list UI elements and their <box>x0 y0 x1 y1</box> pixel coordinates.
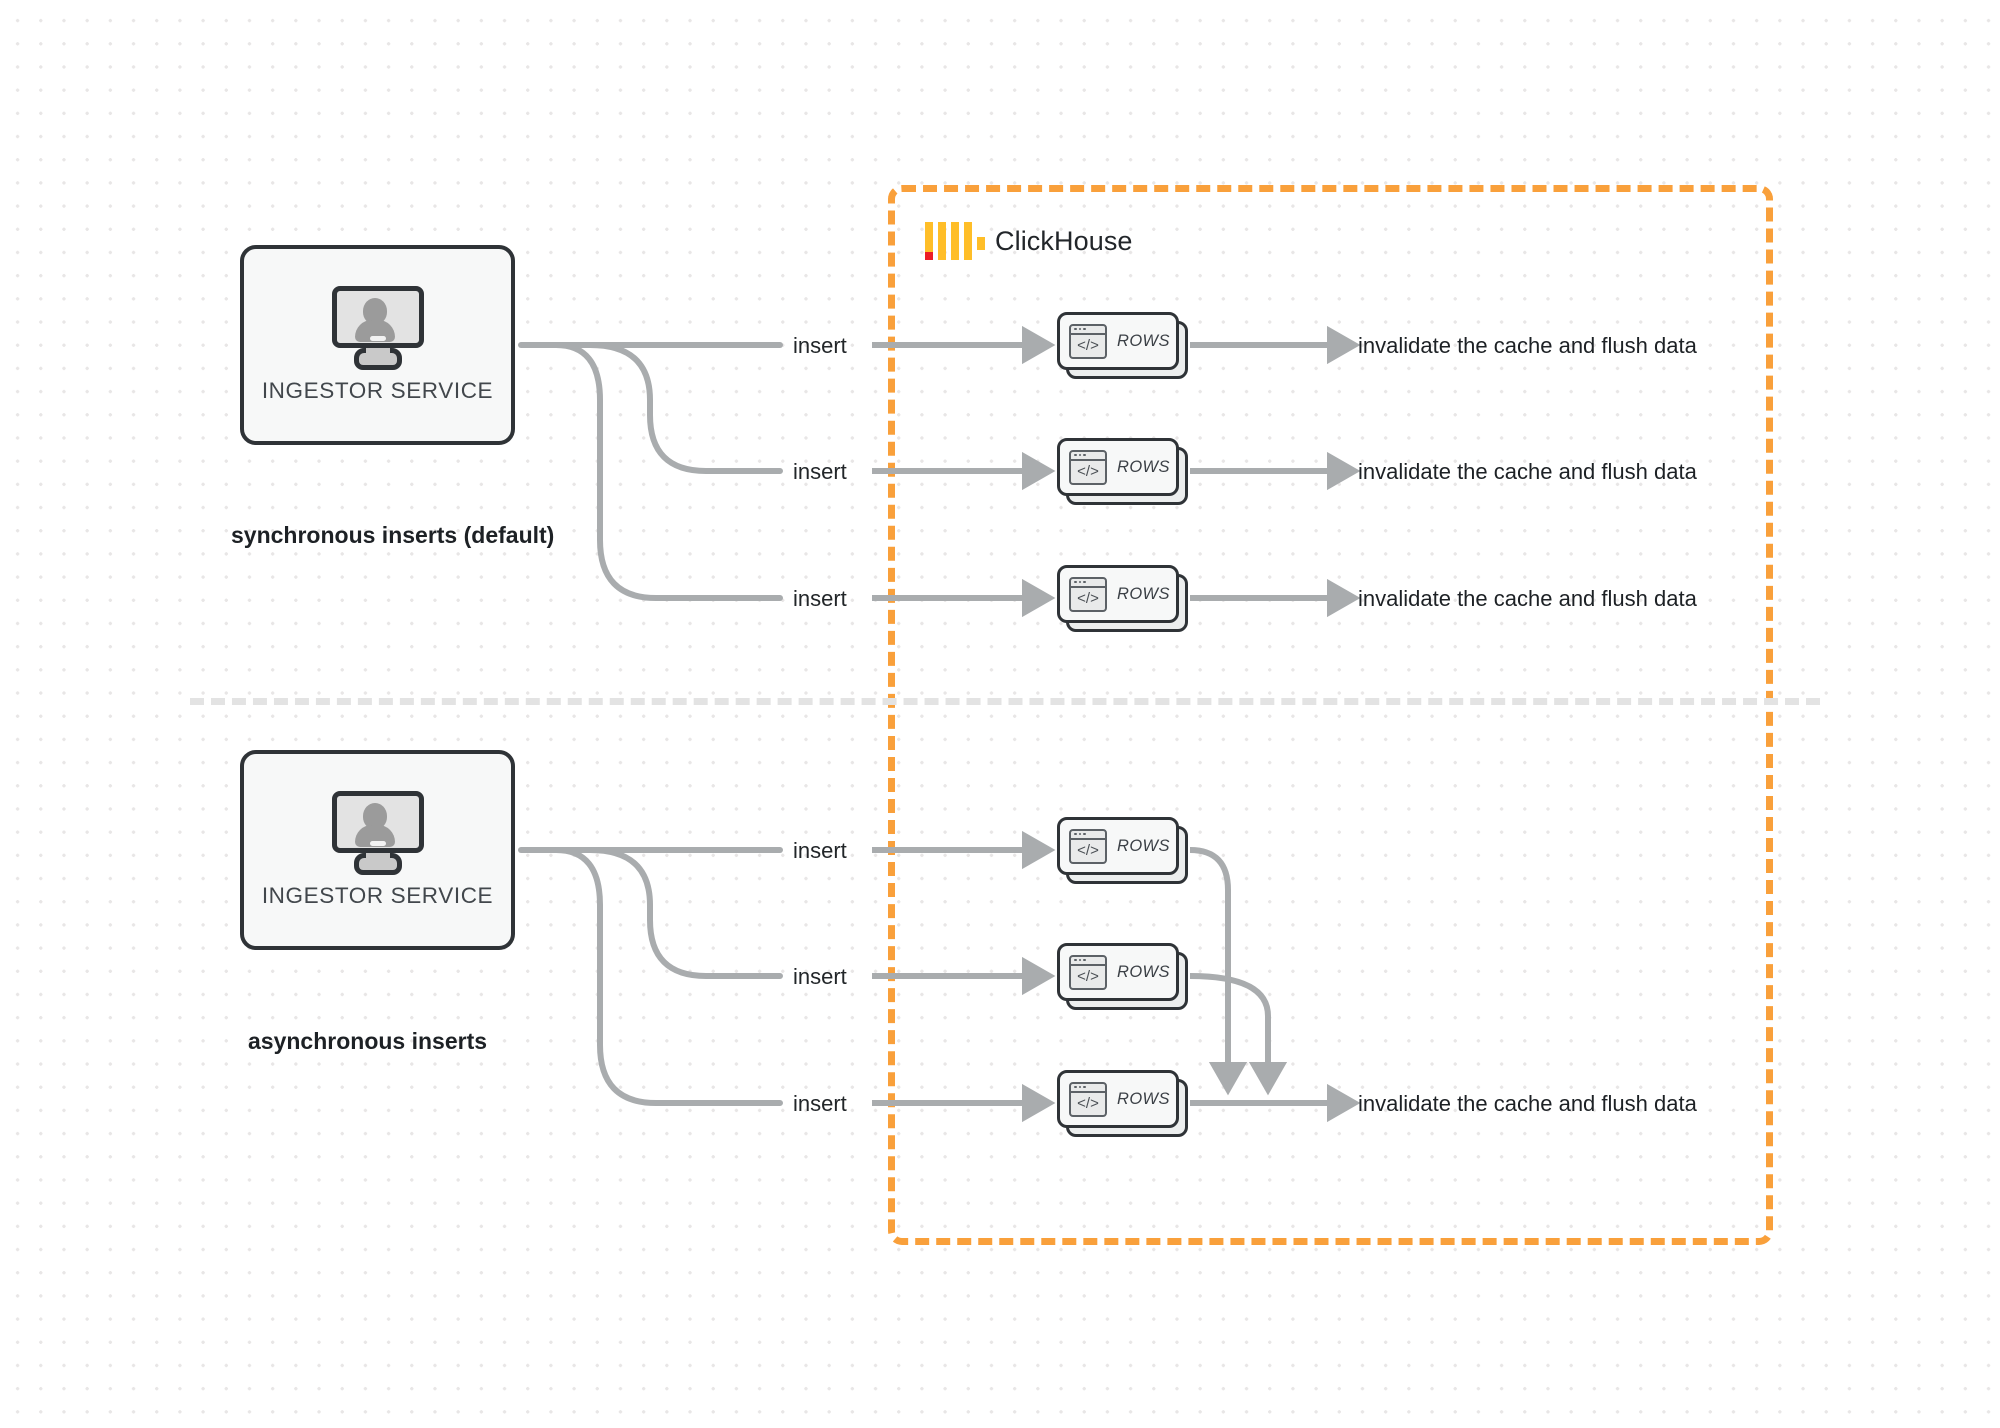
rows-node-label: ROWS <box>1117 331 1170 350</box>
code-glyph: </> <box>1077 590 1099 607</box>
code-window-icon: </> <box>1069 1081 1107 1117</box>
rows-node-label: ROWS <box>1117 1089 1170 1108</box>
code-glyph: </> <box>1077 337 1099 354</box>
rows-node-async-2[interactable]: </> ROWS <box>1057 943 1188 1010</box>
rows-node-label: ROWS <box>1117 584 1170 603</box>
rows-node-async-3[interactable]: </> ROWS <box>1057 1070 1188 1137</box>
code-glyph: </> <box>1077 842 1099 859</box>
code-window-icon: </> <box>1069 449 1107 485</box>
code-glyph: </> <box>1077 463 1099 480</box>
code-window-icon: </> <box>1069 954 1107 990</box>
rows-node-sync-1[interactable]: </> ROWS <box>1057 312 1188 379</box>
clickhouse-brand: ClickHouse <box>925 222 1133 260</box>
code-window-icon: </> <box>1069 323 1107 359</box>
ingestor-service-label: INGESTOR SERVICE <box>261 378 494 403</box>
rows-node-label: ROWS <box>1117 457 1170 476</box>
clickhouse-brand-label: ClickHouse <box>995 225 1133 256</box>
rows-node-async-1[interactable]: </> ROWS <box>1057 817 1188 884</box>
result-label-sync-3: invalidate the cache and flush data <box>1358 586 1697 611</box>
result-label-async-merged: invalidate the cache and flush data <box>1358 1091 1697 1116</box>
section-divider <box>190 698 1820 705</box>
ingestor-service-async[interactable]: INGESTOR SERVICE <box>240 750 515 950</box>
insert-label-sync-2: insert <box>793 459 847 484</box>
section-caption-synchronous: synchronous inserts (default) <box>231 522 555 548</box>
result-label-sync-1: invalidate the cache and flush data <box>1358 333 1697 358</box>
ingestor-service-sync[interactable]: INGESTOR SERVICE <box>240 245 515 445</box>
monitor-user-icon <box>330 286 426 372</box>
rows-node-sync-3[interactable]: </> ROWS <box>1057 565 1188 632</box>
rows-node-sync-2[interactable]: </> ROWS <box>1057 438 1188 505</box>
rows-node-label: ROWS <box>1117 836 1170 855</box>
insert-label-async-1: insert <box>793 838 847 863</box>
section-caption-asynchronous: asynchronous inserts <box>248 1028 488 1054</box>
monitor-user-icon <box>330 791 426 877</box>
clickhouse-logo-icon <box>925 222 985 260</box>
code-glyph: </> <box>1077 968 1099 985</box>
ingestor-service-label: INGESTOR SERVICE <box>261 883 494 908</box>
code-window-icon: </> <box>1069 576 1107 612</box>
insert-label-async-3: insert <box>793 1091 847 1116</box>
result-label-sync-2: invalidate the cache and flush data <box>1358 459 1697 484</box>
clickhouse-boundary <box>888 185 1773 1245</box>
insert-label-async-2: insert <box>793 964 847 989</box>
code-glyph: </> <box>1077 1095 1099 1112</box>
code-window-icon: </> <box>1069 828 1107 864</box>
rows-node-label: ROWS <box>1117 962 1170 981</box>
insert-label-sync-1: insert <box>793 333 847 358</box>
insert-label-sync-3: insert <box>793 586 847 611</box>
